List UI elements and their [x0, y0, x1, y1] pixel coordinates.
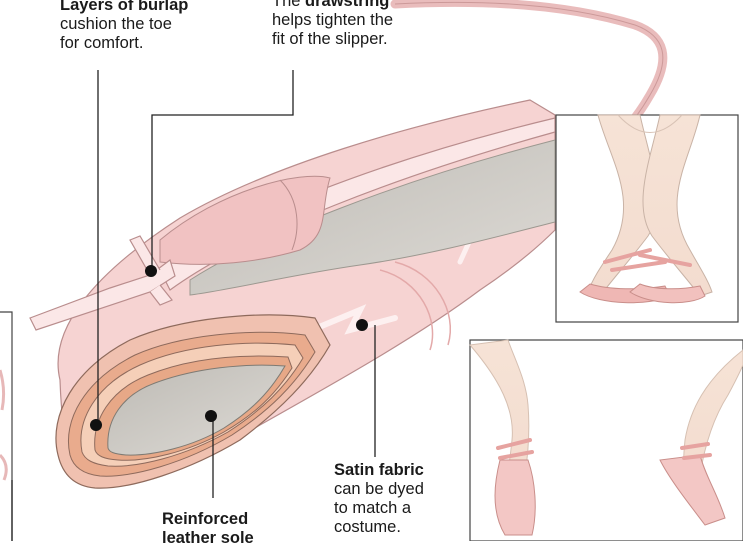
- label-satin-line: costume.: [334, 518, 424, 537]
- inset-crossed-legs: [556, 115, 738, 322]
- label-drawstring: The drawstring helps tighten the fit of …: [272, 0, 393, 49]
- label-satin-line: to match a: [334, 499, 424, 518]
- label-drawstring-line: fit of the slipper.: [272, 30, 393, 49]
- inset-en-pointe: [470, 340, 743, 541]
- label-sole: Reinforced leather sole: [162, 510, 254, 548]
- marker-dot: [356, 319, 368, 331]
- label-satin: Satin fabric can be dyed to match a cost…: [334, 461, 424, 537]
- left-edge-inset: [0, 312, 12, 541]
- marker-dot: [145, 265, 157, 277]
- label-burlap-line: cushion the toe: [60, 15, 188, 34]
- marker-dot: [90, 419, 102, 431]
- label-drawstring-prefix: The: [272, 0, 305, 10]
- label-burlap-line: for comfort.: [60, 34, 188, 53]
- label-drawstring-title: drawstring: [305, 0, 389, 10]
- label-sole-title: Reinforced: [162, 510, 248, 528]
- label-sole-title: leather sole: [162, 529, 254, 547]
- label-drawstring-line: helps tighten the: [272, 11, 393, 30]
- marker-dot: [205, 410, 217, 422]
- label-burlap: Layers of burlap cushion the toe for com…: [60, 0, 188, 53]
- label-satin-title: Satin fabric: [334, 461, 424, 479]
- label-satin-line: can be dyed: [334, 480, 424, 499]
- label-burlap-title: Layers of burlap: [60, 0, 188, 14]
